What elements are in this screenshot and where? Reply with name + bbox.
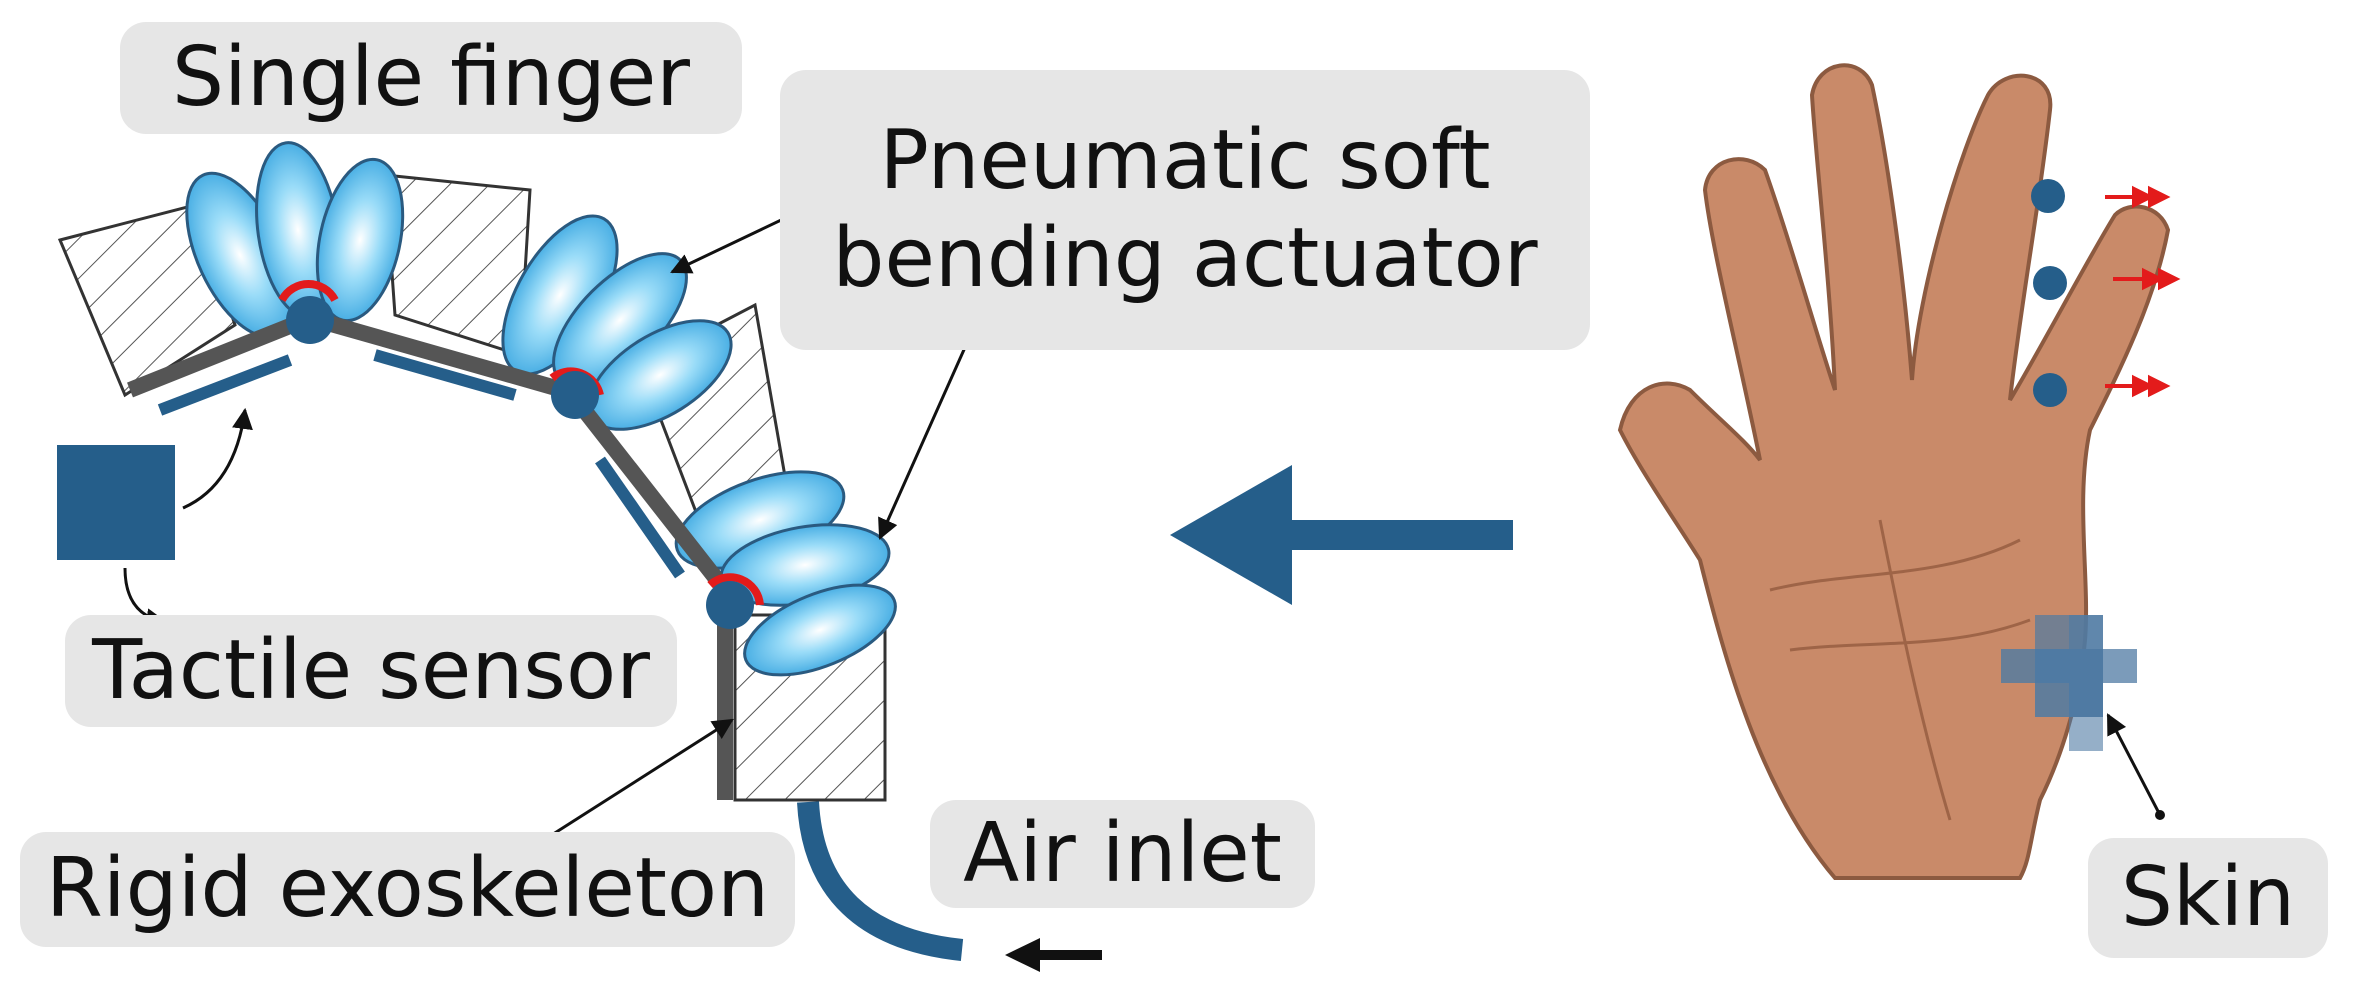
label-single-finger: Single finger <box>120 22 742 134</box>
label-air-inlet: Air inlet <box>930 800 1315 908</box>
air-inlet-tube <box>797 801 964 961</box>
sensor-arrow-down <box>123 567 168 630</box>
direction-arrow-icon <box>1170 465 1513 605</box>
force-arrow-icon <box>2105 185 2171 209</box>
rigid-segment-1 <box>57 203 237 398</box>
label-rigid-exoskeleton: Rigid exoskeleton <box>20 832 795 947</box>
label-actuator-line1: Pneumatic soft <box>879 112 1491 208</box>
finger-points <box>2031 179 2067 407</box>
force-arrow-icon <box>2113 267 2181 291</box>
air-flow-arrow-icon <box>1005 938 1102 972</box>
actuator-chambers <box>185 141 897 677</box>
tactile-sensor-square <box>57 445 175 560</box>
joint-marker-icon <box>278 280 339 344</box>
label-tactile-sensor: Tactile sensor <box>65 615 677 727</box>
finger-sketch <box>57 141 897 802</box>
label-pneumatic-actuator: Pneumatic soft bending actuator <box>780 70 1590 350</box>
skin-leader <box>2106 713 2162 816</box>
hand-silhouette <box>1617 63 2171 880</box>
joint-marker-icon <box>706 573 764 629</box>
tactile-pads <box>157 349 685 579</box>
skin-sensor-patch <box>2001 615 2137 751</box>
sensor-arrow-up <box>182 407 253 510</box>
palm-lines <box>1769 519 2031 821</box>
joint-marker-icon <box>549 367 604 419</box>
force-arrow-icon <box>2105 374 2171 398</box>
label-actuator-line2: bending actuator <box>832 211 1538 306</box>
label-skin: Skin <box>2088 838 2328 958</box>
hand <box>1617 63 2181 880</box>
